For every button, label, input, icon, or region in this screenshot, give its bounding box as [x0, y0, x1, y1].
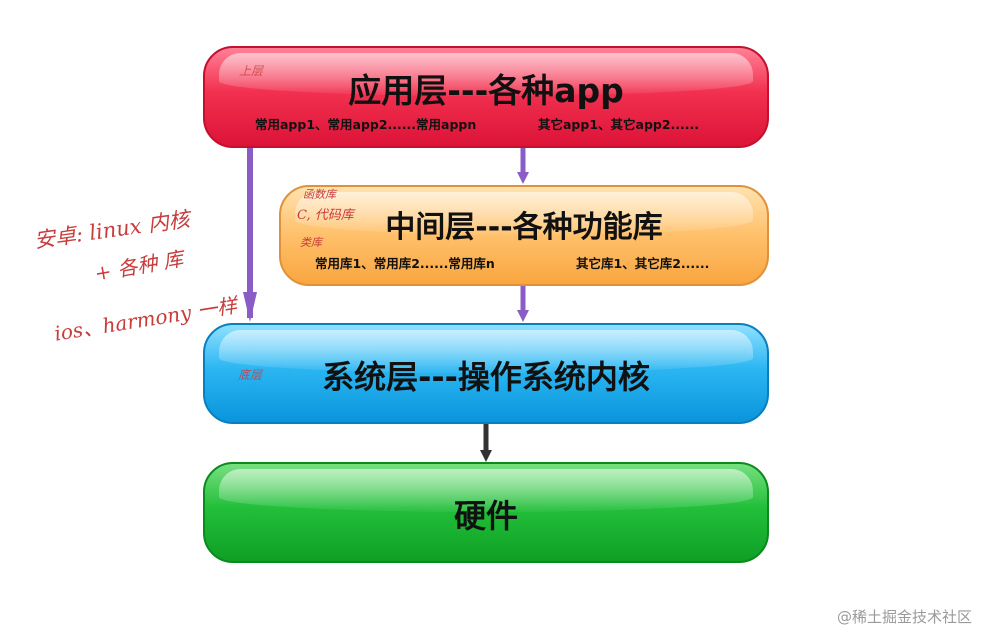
- middle-layer-title: 中间层---各种功能库: [385, 210, 663, 245]
- middle-layer-common-libs: 常用库1、常用库2......常用库n: [315, 256, 495, 271]
- app-layer-title: 应用层---各种app: [348, 71, 624, 110]
- arrow-app-to-system-bypass-head: [243, 292, 257, 322]
- middle-layer-other-libs: 其它库1、其它库2......: [576, 256, 710, 271]
- handwritten-note-class-lib: 类库: [300, 236, 322, 249]
- middle-layer-box: 中间层---各种功能库 常用库1、常用库2......常用库n 其它库1、其它库…: [279, 185, 769, 286]
- hardware-layer-title: 硬件: [453, 497, 518, 535]
- arrow-system-to-hardware-head: [480, 450, 492, 462]
- arrow-middle-to-system-head: [517, 310, 529, 322]
- arrow-app-to-middle-head: [517, 172, 529, 184]
- system-layer-title: 系统层---操作系统内核: [322, 358, 650, 396]
- watermark-text: @稀土掘金技术社区: [836, 608, 972, 626]
- app-layer-box: 应用层---各种app 常用app1、常用app2......常用appn 其它…: [203, 46, 769, 148]
- hardware-layer-box: 硬件: [203, 462, 769, 563]
- handwritten-note-upper: 上层: [239, 64, 264, 78]
- system-layer-box: 系统层---操作系统内核: [203, 323, 769, 424]
- app-layer-other-apps: 其它app1、其它app2......: [538, 117, 700, 132]
- app-layer-common-apps: 常用app1、常用app2......常用appn: [255, 117, 477, 132]
- handwritten-note-lower: 底层: [238, 368, 263, 382]
- handwritten-note-function-lib: 函数库: [303, 188, 336, 201]
- handwritten-note-code-lib: C, 代码库: [297, 208, 354, 223]
